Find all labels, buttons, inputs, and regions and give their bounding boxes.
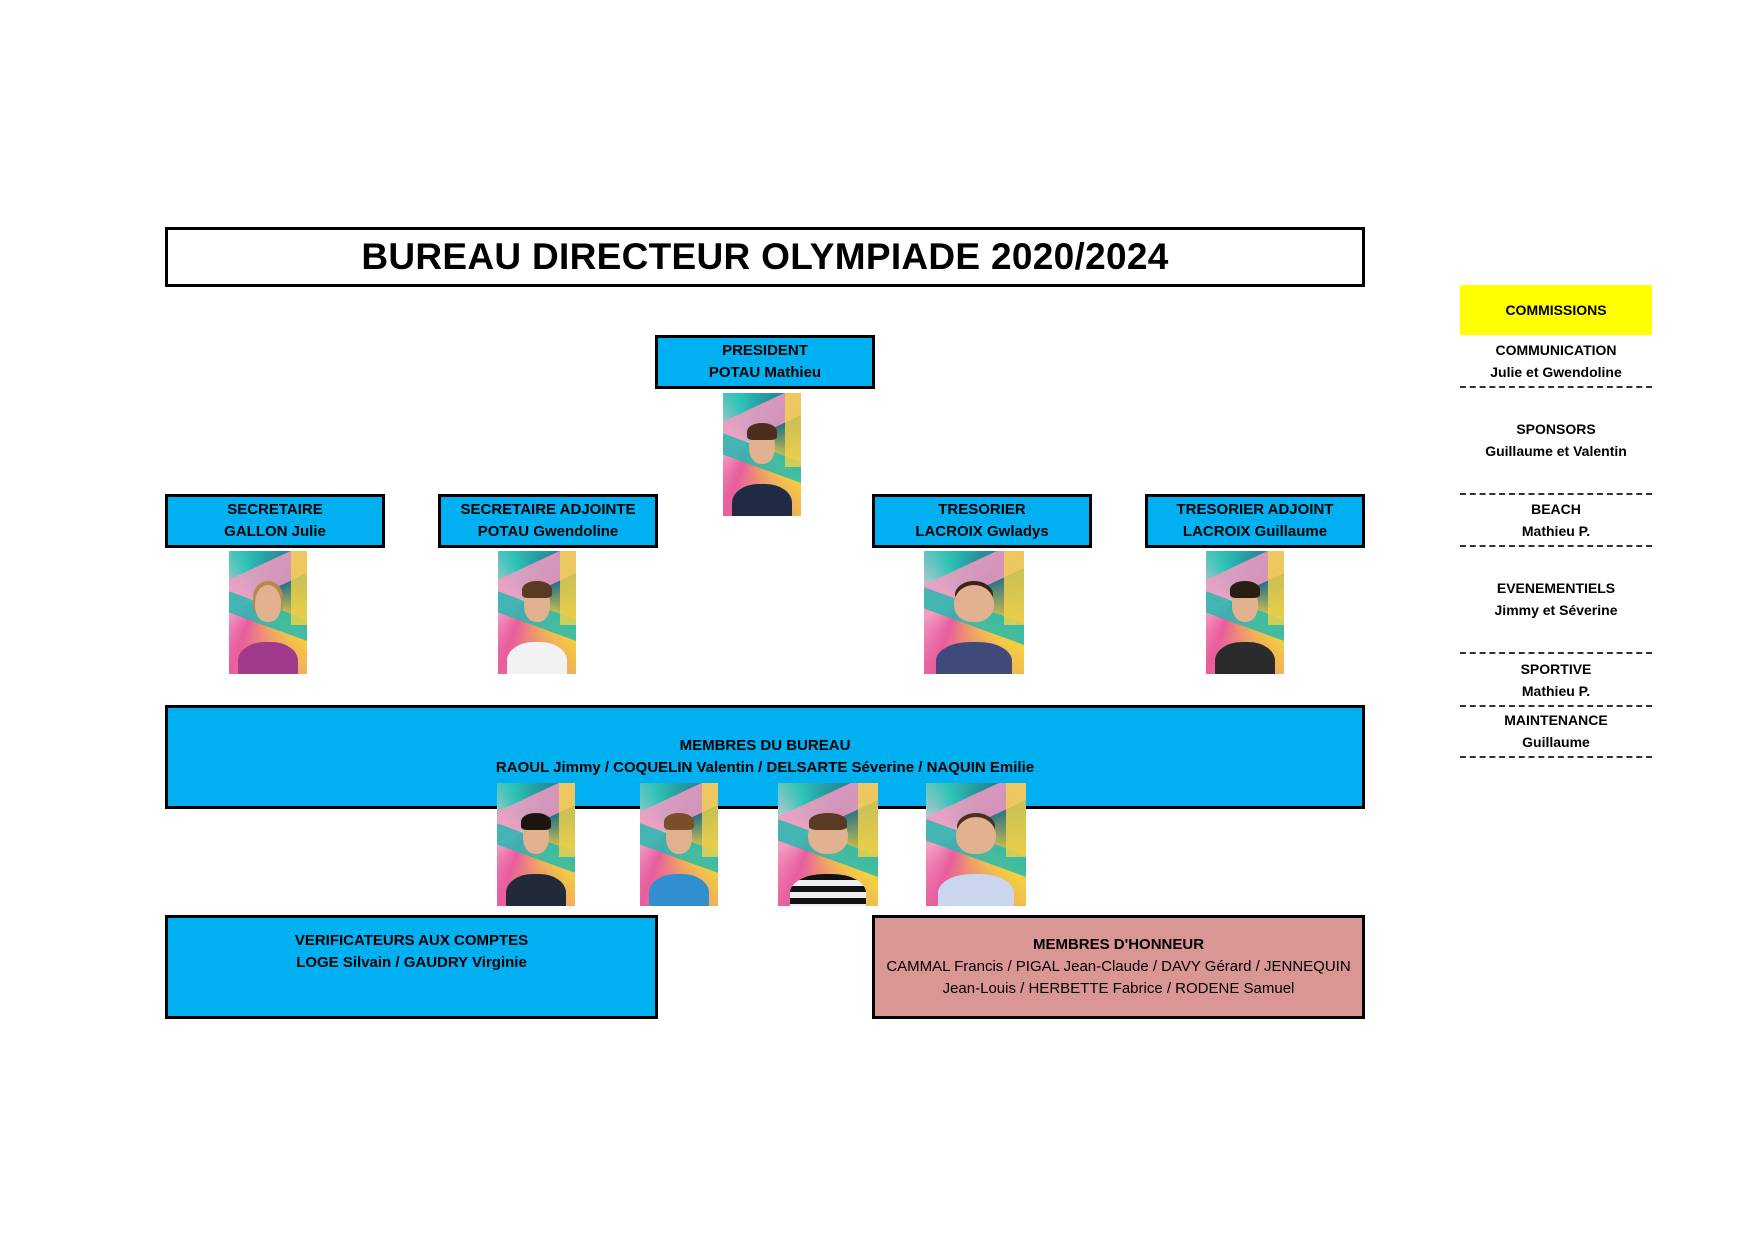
commission-divider — [1460, 756, 1652, 758]
tresorier-adjoint-box: TRESORIER ADJOINT LACROIX Guillaume — [1145, 494, 1365, 548]
commission-members: Mathieu P. — [1521, 683, 1591, 699]
tresorier-adjoint-photo — [1206, 551, 1284, 674]
commission-title: SPORTIVE — [1520, 661, 1592, 677]
commission-divider — [1460, 705, 1652, 707]
tresorier-name: LACROIX Gwladys — [915, 523, 1049, 540]
commissions-header-text: COMMISSIONS — [1505, 302, 1607, 318]
president-photo — [723, 393, 801, 516]
membre-photo-4 — [926, 783, 1026, 906]
membre-photo-1 — [497, 783, 575, 906]
verificateurs-title: VERIFICATEURS AUX COMPTES — [294, 932, 529, 949]
membres-honneur-title: MEMBRES D'HONNEUR — [1032, 936, 1205, 953]
membre-photo-2 — [640, 783, 718, 906]
secretaire-name: GALLON Julie — [224, 523, 326, 540]
commission-divider — [1460, 386, 1652, 388]
tresorier-adjoint-role: TRESORIER ADJOINT — [1176, 501, 1334, 518]
commission-title: BEACH — [1531, 501, 1581, 517]
commission-members: Guillaume et Valentin — [1485, 443, 1627, 459]
secretaire-photo — [229, 551, 307, 674]
commission-divider — [1460, 493, 1652, 495]
commission-members: Julie et Gwendoline — [1490, 364, 1622, 380]
commission-divider — [1460, 545, 1652, 547]
tresorier-role: TRESORIER — [938, 501, 1026, 518]
commission-title: COMMUNICATION — [1495, 342, 1617, 358]
secretaire-box: SECRETAIRE GALLON Julie — [165, 494, 385, 548]
commission-beach: BEACH Mathieu P. — [1460, 496, 1652, 544]
secretaire-adjointe-box: SECRETAIRE ADJOINTE POTAU Gwendoline — [438, 494, 658, 548]
president-role: PRESIDENT — [722, 342, 808, 359]
page-title-text: BUREAU DIRECTEUR OLYMPIADE 2020/2024 — [361, 236, 1169, 277]
membre-photo-3 — [778, 783, 878, 906]
president-name: POTAU Mathieu — [708, 364, 822, 381]
tresorier-box: TRESORIER LACROIX Gwladys — [872, 494, 1092, 548]
commission-members: Mathieu P. — [1521, 523, 1591, 539]
membres-bureau-names: RAOUL Jimmy / COQUELIN Valentin / DELSAR… — [495, 759, 1035, 776]
commission-divider — [1460, 652, 1652, 654]
membres-honneur-line1: CAMMAL Francis / PIGAL Jean-Claude / DAV… — [886, 958, 1351, 975]
commission-communication: COMMUNICATION Julie et Gwendoline — [1460, 337, 1652, 385]
commission-sponsors: SPONSORS Guillaume et Valentin — [1460, 416, 1652, 464]
commission-maintenance: MAINTENANCE Guillaume — [1460, 707, 1652, 755]
commissions-header: COMMISSIONS — [1460, 285, 1652, 335]
membres-honneur-line2: Jean-Louis / HERBETTE Fabrice / RODENE S… — [942, 980, 1295, 997]
secretaire-adjointe-name: POTAU Gwendoline — [477, 523, 619, 540]
commission-title: MAINTENANCE — [1504, 712, 1608, 728]
commission-members: Jimmy et Séverine — [1494, 602, 1618, 618]
verificateurs-names: LOGE Silvain / GAUDRY Virginie — [296, 954, 527, 971]
membres-bureau-title: MEMBRES DU BUREAU — [679, 737, 851, 754]
secretaire-adjointe-photo — [498, 551, 576, 674]
commission-evenementiels: EVENEMENTIELS Jimmy et Séverine — [1460, 575, 1652, 623]
commission-sportive: SPORTIVE Mathieu P. — [1460, 656, 1652, 704]
secretaire-role: SECRETAIRE — [227, 501, 323, 518]
membres-bureau-box: MEMBRES DU BUREAU RAOUL Jimmy / COQUELIN… — [165, 705, 1365, 809]
verificateurs-box: VERIFICATEURS AUX COMPTES LOGE Silvain /… — [165, 915, 658, 1019]
commission-members: Guillaume — [1522, 734, 1590, 750]
tresorier-photo — [924, 551, 1024, 674]
commission-title: SPONSORS — [1516, 421, 1596, 437]
page-title: BUREAU DIRECTEUR OLYMPIADE 2020/2024 — [165, 227, 1365, 287]
president-box: PRESIDENT POTAU Mathieu — [655, 335, 875, 389]
membres-honneur-box: MEMBRES D'HONNEUR CAMMAL Francis / PIGAL… — [872, 915, 1365, 1019]
tresorier-adjoint-name: LACROIX Guillaume — [1182, 523, 1328, 540]
secretaire-adjointe-role: SECRETAIRE ADJOINTE — [460, 501, 636, 518]
commission-title: EVENEMENTIELS — [1496, 580, 1616, 596]
